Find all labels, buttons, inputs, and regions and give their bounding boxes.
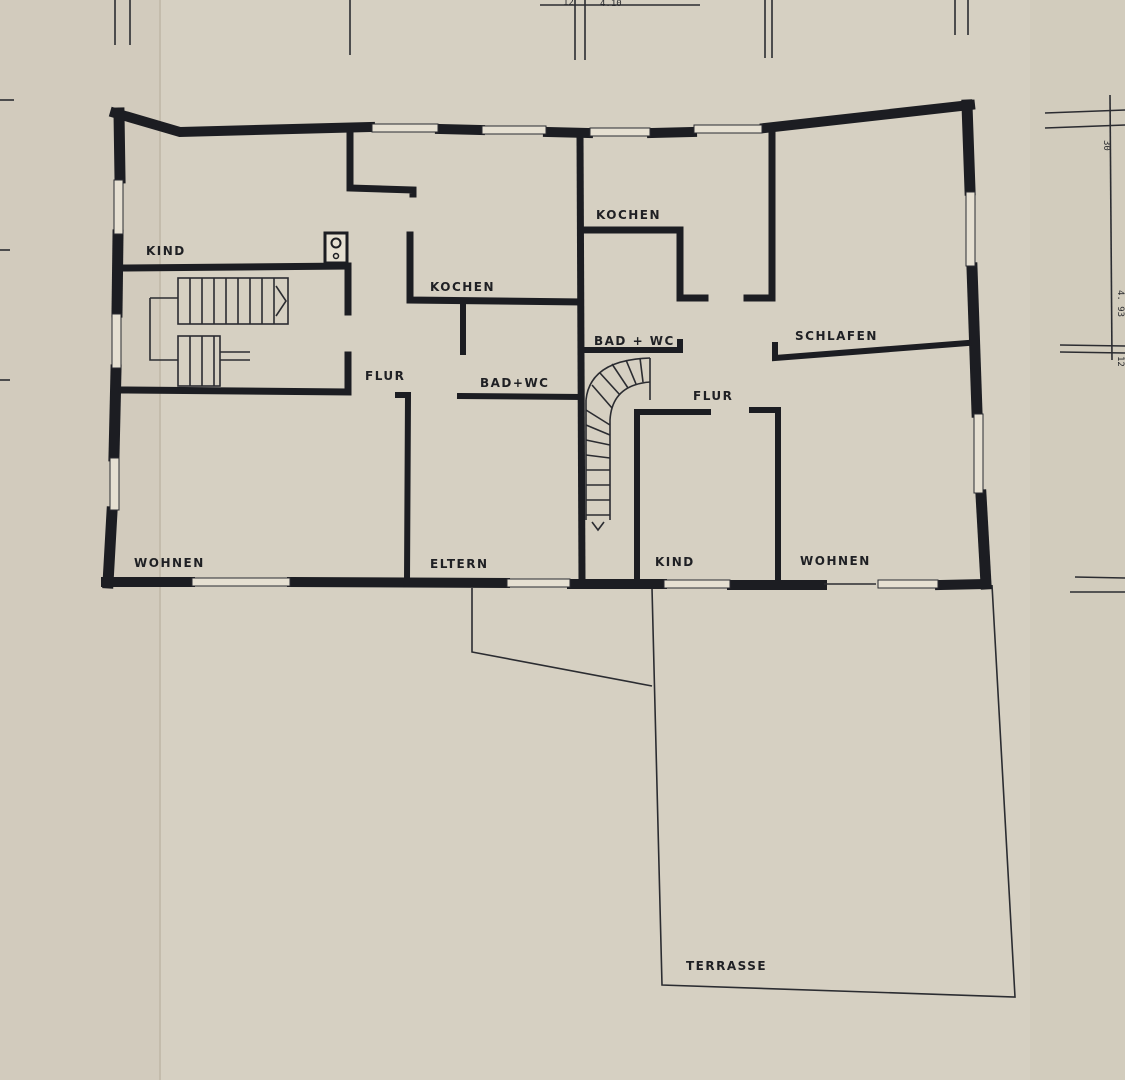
room-label-wohnen-left: WOHNEN: [134, 556, 205, 570]
window-left-1: [113, 179, 124, 235]
right-top-dimension: 30: [1101, 140, 1111, 151]
window-bottom-1: [191, 577, 291, 587]
right-dimension-lines: [1044, 94, 1125, 593]
paper-fold-right: [1030, 0, 1125, 1080]
window-bottom-2: [506, 578, 571, 588]
right-dimension-label: 4. 93: [1115, 290, 1125, 317]
room-label-kind-right: KIND: [655, 555, 695, 569]
top-dimension-prefix: 12: [563, 0, 574, 8]
room-label-flur-left: FLUR: [365, 369, 405, 383]
interior-walls: [118, 128, 972, 584]
left-dimension-ticks: [0, 99, 14, 381]
staircase-left: [149, 277, 289, 387]
room-label-terrasse: TERRASSE: [686, 959, 767, 973]
window-bottom-3: [663, 579, 731, 589]
room-label-schlafen: SCHLAFEN: [795, 329, 878, 343]
room-label-bad-wc-left: BAD+WC: [480, 376, 550, 390]
top-dimension-label: 4.10: [600, 0, 622, 9]
window-left-3: [109, 457, 120, 511]
window-left-2: [111, 313, 122, 369]
window-right-2: [973, 413, 984, 494]
room-label-kind-left: KIND: [146, 244, 186, 258]
window-top-4: [693, 124, 763, 134]
staircase-right: [585, 357, 651, 532]
room-label-flur-right: FLUR: [693, 389, 733, 403]
right-dimension-prefix: 12: [1115, 356, 1125, 367]
window-top-3: [589, 127, 651, 137]
room-label-kochen-right: KOCHEN: [596, 208, 661, 222]
window-right-1: [965, 191, 976, 267]
top-dimension-lines: [114, 0, 969, 60]
room-label-bad-wc-right: BAD + WC: [594, 334, 675, 348]
room-label-eltern: ELTERN: [430, 557, 489, 571]
window-top-1: [371, 123, 439, 133]
room-label-wohnen-right: WOHNEN: [800, 554, 871, 568]
terrasse-outline: [471, 584, 1016, 998]
stove-icon: [323, 231, 349, 265]
window-top-2: [481, 125, 547, 135]
paper-fold-left: [0, 0, 160, 1080]
room-label-kochen-left: KOCHEN: [430, 280, 495, 294]
window-bottom-4: [877, 579, 939, 589]
